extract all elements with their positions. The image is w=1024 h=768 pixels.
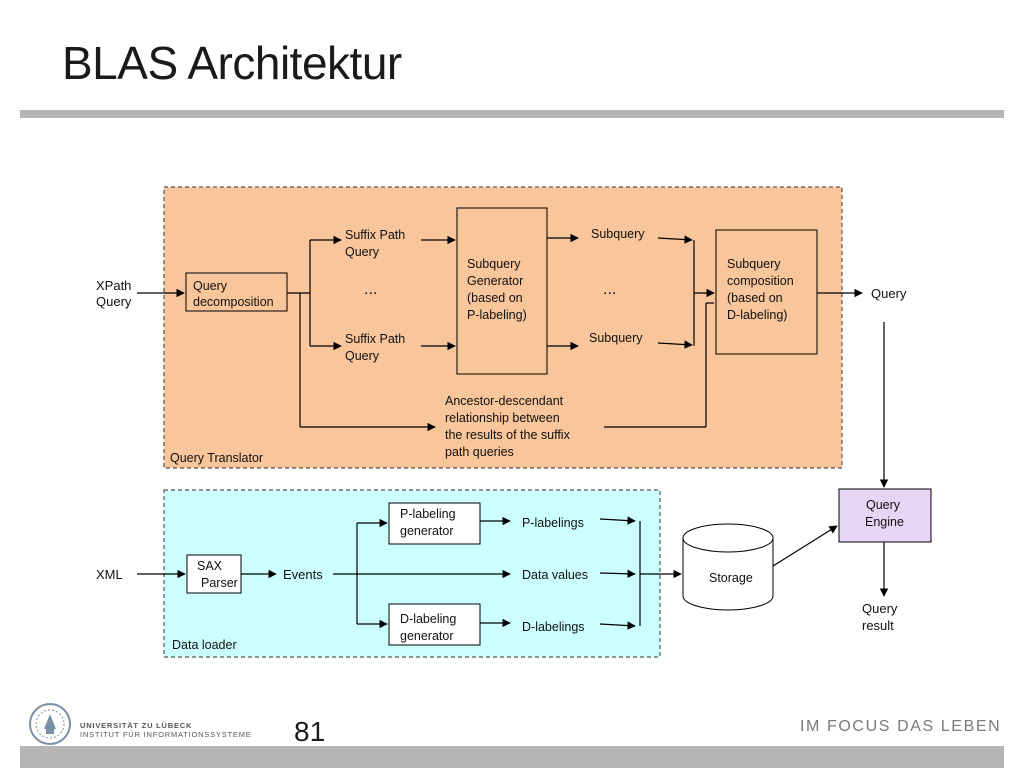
xml-label: XML bbox=[96, 567, 123, 582]
query-translator-group-label: Query Translator bbox=[170, 451, 263, 465]
ellipsis-suffix: ... bbox=[364, 281, 377, 298]
subquery-top-label: Subquery bbox=[591, 227, 645, 241]
title-divider bbox=[20, 110, 1004, 118]
subquery-bottom-label: Subquery bbox=[589, 331, 643, 345]
p-labeling-generator-box bbox=[388, 502, 481, 545]
subquery-composition-box bbox=[715, 229, 818, 355]
query-engine-box bbox=[838, 488, 932, 543]
university-name: UNIVERSITÄT ZU LÜBECK INSTITUT FÜR INFOR… bbox=[80, 721, 252, 739]
p-labelings-label: P-labelings bbox=[522, 516, 584, 530]
university-name-line2: INSTITUT FÜR INFORMATIONSSYSTEME bbox=[80, 730, 252, 739]
translator-connectors bbox=[137, 233, 889, 488]
footer-slogan: IM FOCUS DAS LEBEN bbox=[800, 718, 1002, 735]
d-labeling-generator-box bbox=[388, 603, 481, 646]
ellipsis-subquery: ... bbox=[603, 281, 616, 298]
output-query-label: Query bbox=[871, 286, 907, 301]
query-decomposition-box bbox=[185, 272, 288, 312]
loader-connectors bbox=[137, 516, 889, 630]
university-seal-logo bbox=[29, 703, 71, 745]
events-label: Events bbox=[283, 567, 323, 582]
storage-cylinder bbox=[682, 523, 774, 611]
university-name-line1: UNIVERSITÄT ZU LÜBECK bbox=[80, 721, 193, 730]
slide-title: BLAS Architektur bbox=[62, 37, 402, 89]
data-values-label: Data values bbox=[522, 568, 588, 582]
d-labelings-label: D-labelings bbox=[522, 620, 585, 634]
data-loader-group-label: Data loader bbox=[172, 638, 237, 652]
page-number: 81 bbox=[294, 716, 326, 747]
sax-parser-box bbox=[186, 554, 242, 594]
footer-bar bbox=[20, 746, 1004, 768]
storage-label: Storage bbox=[709, 571, 753, 585]
subquery-generator-box bbox=[456, 207, 548, 375]
